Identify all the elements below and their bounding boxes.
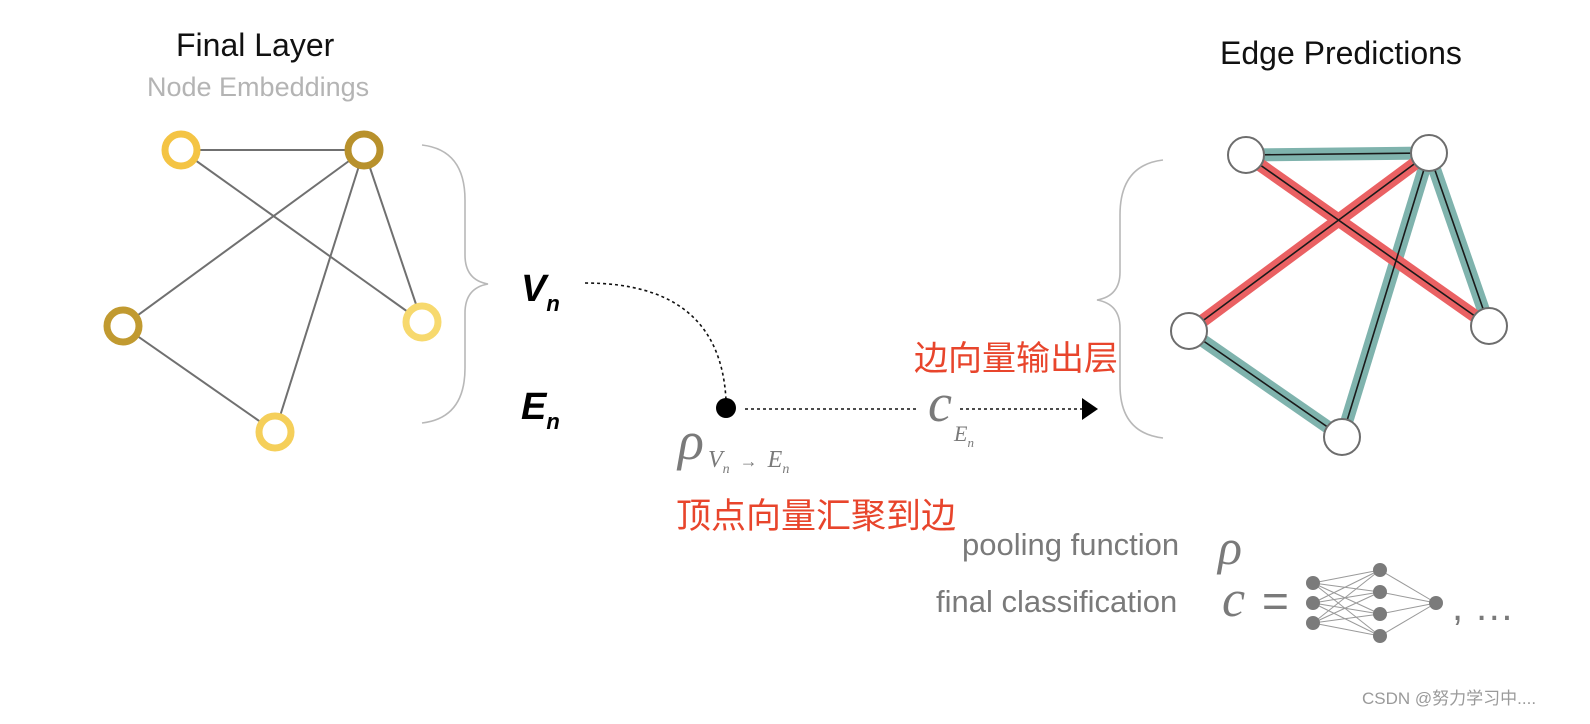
input-graph-edges	[122, 149, 423, 433]
graph-edge	[363, 149, 423, 323]
input-graph-title: Final Layer	[176, 27, 335, 63]
graph-edge	[274, 149, 365, 433]
right-brace	[1096, 159, 1164, 439]
graph-node	[1227, 136, 1265, 174]
graph-node	[255, 412, 295, 452]
watermark: CSDN @努力学习中....	[1362, 689, 1537, 708]
graph-node	[402, 302, 442, 342]
equals-sign: =	[1262, 575, 1289, 627]
input-graph-subtitle: Node Embeddings	[147, 72, 370, 102]
graph-edge	[180, 149, 423, 323]
trailing-ellipsis: , …	[1452, 585, 1515, 629]
graph-node	[103, 306, 143, 346]
graph-edge	[1188, 330, 1343, 438]
graph-edge	[1245, 152, 1430, 156]
classifier-subscript: En	[954, 421, 974, 450]
pooling-function-label: pooling function	[962, 527, 1180, 562]
classifier-symbol: c	[928, 373, 952, 433]
graph-node	[1170, 312, 1208, 350]
vertex-set-symbol: Vn	[521, 268, 560, 316]
graph-edge	[1245, 154, 1490, 327]
graph-node	[161, 130, 201, 170]
pooling-subscript: Vn → En	[708, 447, 790, 477]
final-classification-label: final classification	[936, 584, 1178, 619]
vertex-flow-curve	[584, 282, 727, 401]
graph-edge	[1428, 152, 1490, 327]
output-graph-title: Edge Predictions	[1220, 35, 1462, 71]
input-graph-nodes	[103, 130, 442, 452]
pooling-node	[716, 398, 736, 418]
graph-node	[1323, 418, 1361, 456]
graph-edge	[1341, 152, 1430, 438]
left-brace	[421, 144, 489, 424]
edge-prediction-lines	[1188, 152, 1490, 438]
graph-node	[1410, 134, 1448, 172]
edge-output-layer-annotation: 边向量输出层	[914, 340, 1118, 378]
graph-edge	[122, 149, 365, 327]
arrow-head-icon	[1082, 398, 1098, 420]
vertex-pool-annotation: 顶点向量汇聚到边	[676, 497, 957, 536]
graph-edge	[1188, 152, 1430, 332]
edge-set-symbol: En	[521, 386, 560, 434]
graph-node	[344, 130, 384, 170]
graph-edge	[122, 325, 276, 433]
final-classification-symbol: c	[1222, 571, 1246, 628]
output-graph-nodes	[1170, 134, 1508, 456]
pooling-function-symbol: ρ	[1218, 519, 1242, 575]
neural-network-icon	[1306, 563, 1443, 643]
pooling-symbol: ρ	[678, 411, 704, 471]
graph-node	[1470, 307, 1508, 345]
